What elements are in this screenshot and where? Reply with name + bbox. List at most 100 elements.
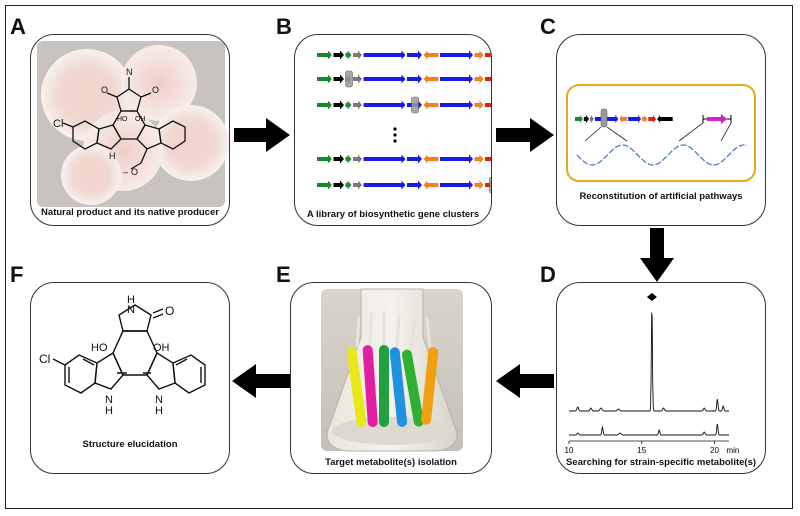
gene-arrow	[423, 180, 439, 190]
gene-arrow	[363, 100, 406, 110]
o-label-a2: O	[152, 85, 159, 95]
natural-product-photo: Cl H N O O HO OH O –	[37, 41, 229, 207]
gene-arrow	[353, 50, 362, 60]
gene-modification-box	[345, 70, 353, 88]
oh-label-a: OH	[135, 116, 146, 123]
arrow-d-to-e	[496, 364, 554, 398]
n-label-f-left: N	[105, 394, 113, 406]
gene-arrow	[423, 154, 439, 164]
oh-label-f: OH	[153, 342, 170, 354]
gene-arrow	[474, 100, 484, 110]
n-label-a: N	[126, 67, 133, 77]
panel-a: Cl H N O O HO OH O – Natural product and…	[30, 34, 230, 226]
gene-arrow	[333, 50, 344, 60]
gene-arrow	[363, 74, 406, 84]
n-label-f-right: N	[155, 394, 163, 406]
gene-arrow	[423, 50, 439, 60]
chromatogram-trace-control	[569, 424, 729, 436]
gene-arrow	[345, 100, 352, 110]
gene-arrow	[485, 157, 491, 161]
gene-arrow	[423, 74, 439, 84]
gene-arrow	[345, 154, 352, 164]
gene-arrow	[440, 74, 473, 84]
methoxy-dash-a: –	[123, 167, 128, 177]
gene-arrow	[474, 74, 484, 84]
o-label-a1: O	[101, 85, 108, 95]
gene-arrow	[333, 180, 344, 190]
artificial-pathway-diagram	[566, 84, 756, 182]
arrow-b-to-c	[496, 118, 554, 152]
gene-arrow	[474, 154, 484, 164]
pathway-gene-arrow	[657, 115, 673, 123]
gene-arrow	[440, 100, 473, 110]
arrow-a-to-b	[234, 118, 290, 152]
pathway-gene-arrow	[628, 115, 642, 123]
chromatogram-trace-mutant	[569, 312, 729, 412]
ellipsis-dot	[393, 127, 397, 131]
inserted-gene-arrow	[707, 114, 727, 124]
gene-arrow	[353, 74, 362, 84]
gene-arrow	[407, 154, 422, 164]
gene-modification-box	[411, 96, 419, 114]
panel-f-letter: F	[10, 262, 24, 287]
gene-arrow	[363, 50, 406, 60]
ellipsis-dot	[393, 133, 397, 137]
gene-arrow	[407, 50, 422, 60]
gene-arrow	[353, 154, 362, 164]
axis-tick-label: 20	[710, 446, 719, 455]
nh-label-a: H	[109, 151, 116, 161]
target-peak-marker	[646, 293, 657, 301]
panel-a-letter: A	[10, 14, 26, 39]
pathway-gene-arrow	[575, 115, 583, 123]
molecule-a-drawing	[62, 77, 186, 170]
gene-arrow	[407, 180, 422, 190]
h-label-f-right: H	[155, 405, 163, 417]
gene-arrow	[353, 100, 362, 110]
gene-arrow	[317, 180, 332, 190]
gene-arrow	[345, 180, 352, 190]
gene-arrow	[423, 100, 439, 110]
gene-arrow	[333, 100, 344, 110]
gene-arrow	[474, 50, 484, 60]
gene-arrow	[317, 154, 332, 164]
panel-e-letter: E	[276, 262, 291, 287]
axis-unit-label: min	[726, 446, 739, 455]
gene-arrow	[345, 50, 352, 60]
gene-arrow	[333, 154, 344, 164]
ellipsis-dot	[393, 139, 397, 143]
hplc-chromatogram: 10 15 20 min	[565, 293, 739, 455]
panel-d-caption: Searching for strain-specific metabolite…	[565, 457, 757, 468]
isolation-photo	[321, 288, 463, 452]
gene-arrow	[363, 180, 406, 190]
pathway-gene-arrow	[583, 115, 589, 123]
structure-f-drawing: Cl H N O HO OH N H N H	[39, 294, 206, 417]
panel-e-caption: Target metabolite(s) isolation	[325, 457, 457, 468]
ho-label-f: HO	[91, 342, 108, 354]
gene-arrow	[485, 77, 491, 81]
pathway-box	[566, 84, 756, 182]
pathway-gene-arrow	[619, 115, 628, 123]
figure-frame	[5, 5, 793, 509]
test-tubes	[346, 311, 439, 427]
panel-c: Reconstitution of artificial pathways	[556, 34, 766, 226]
gene-arrow	[440, 180, 473, 190]
gene-arrow	[353, 180, 362, 190]
gene-modification-box	[489, 176, 491, 194]
panel-a-caption: Natural product and its native producer	[41, 207, 219, 218]
hn-label-f: H	[127, 294, 135, 306]
gene-arrow	[317, 50, 332, 60]
panel-c-letter: C	[540, 14, 556, 39]
pathway-modification-box	[600, 108, 608, 128]
gene-arrow	[407, 74, 422, 84]
o-label-f: O	[165, 304, 174, 318]
panel-b-letter: B	[276, 14, 292, 39]
axis-tick-label: 15	[637, 446, 646, 455]
n-label-f: N	[127, 304, 135, 316]
gene-arrow	[440, 50, 473, 60]
gene-arrow	[333, 74, 344, 84]
gene-arrow	[485, 53, 491, 57]
gene-arrow	[363, 154, 406, 164]
arrow-c-to-d	[640, 228, 674, 282]
axis-tick-label: 10	[565, 446, 574, 455]
gene-arrow	[474, 180, 484, 190]
